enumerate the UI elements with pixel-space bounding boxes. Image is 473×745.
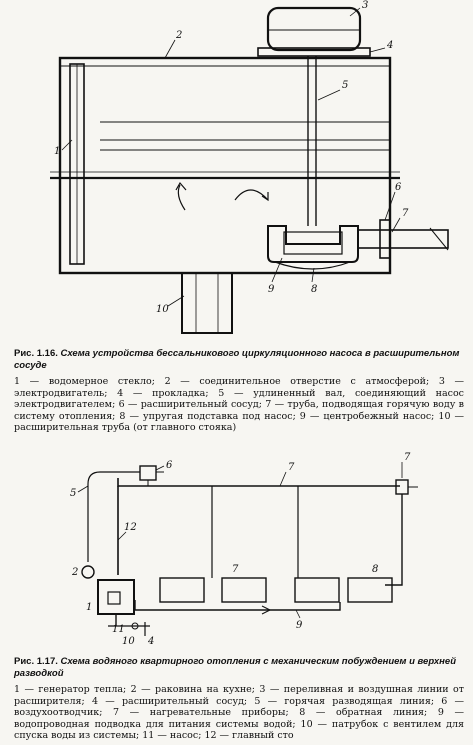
radiator-3-shape (294, 577, 340, 603)
pump-housing-shape (267, 225, 359, 263)
fig16-label-10: 10 (156, 304, 169, 315)
figure-1-17-title: Рис. 1.17. Схема водяного квартирного от… (14, 656, 456, 679)
fig16-label-5: 5 (342, 80, 348, 91)
fig16-label-6: 6 (395, 182, 402, 193)
figure-1-16-caption: Рис. 1.16. Схема устройства бессальников… (14, 348, 464, 434)
fig17-label-9: 4 (147, 636, 154, 647)
fig17-label-7a: 7 (232, 564, 239, 575)
radiator-2-shape (221, 577, 267, 603)
fig16-label-9: 9 (268, 284, 275, 295)
fig17-label-5: 7 (288, 462, 295, 473)
expansion-pipe-shape (181, 272, 233, 334)
fig17-label-1: 1 (86, 602, 92, 613)
fig17-label-4: 6 (166, 460, 173, 471)
motor-shape (266, 6, 362, 52)
figure-1-17-caption: Рис. 1.17. Схема водяного квартирного от… (14, 656, 464, 742)
figure-1-17-heating-diagram: 5 6 7 7 12 2 1 7 3 8 9 11 10 4 (70, 452, 418, 647)
fig17-label-2: 2 (71, 567, 78, 578)
fig17-label-12: 12 (124, 522, 137, 533)
kitchen-sink-shape (81, 565, 95, 579)
fig16-label-3: 3 (362, 0, 368, 11)
heat-generator-shape (97, 579, 135, 615)
fig16-label-8: 8 (311, 284, 317, 295)
fig16-label-4: 4 (386, 40, 393, 51)
figure-1-16-legend: 1 — водомерное стекло; 2 — соединительно… (14, 376, 464, 433)
radiator-4-shape (347, 577, 393, 603)
elastic-support-shape (274, 261, 351, 270)
figure-1-16-pump-diagram: 1 2 3 4 5 6 7 8 9 10 (50, 0, 449, 334)
fig17-label-10: 10 (122, 636, 135, 647)
air-vent-shape (395, 479, 409, 495)
radiator-1-shape (159, 577, 205, 603)
fig17-label-8: 9 (296, 620, 303, 631)
expansion-vessel-shape (139, 465, 157, 481)
fig16-label-1: 1 (54, 146, 60, 157)
fig17-label-6: 7 (404, 452, 411, 463)
fig17-label-7c: 8 (372, 564, 378, 575)
fig16-label-7: 7 (402, 208, 409, 219)
fig17-label-3: 5 (70, 488, 76, 499)
hot-supply-line (117, 478, 400, 487)
fig17-label-11: 11 (112, 624, 125, 635)
fig16-label-2: 2 (175, 30, 182, 41)
outlet-pipe-shape (357, 229, 449, 249)
overflow-line (87, 471, 140, 562)
figure-1-16-title: Рис. 1.16. Схема устройства бессальников… (14, 348, 460, 371)
figure-1-17-legend: 1 — генератор тепла; 2 — раковина на кух… (14, 684, 464, 741)
